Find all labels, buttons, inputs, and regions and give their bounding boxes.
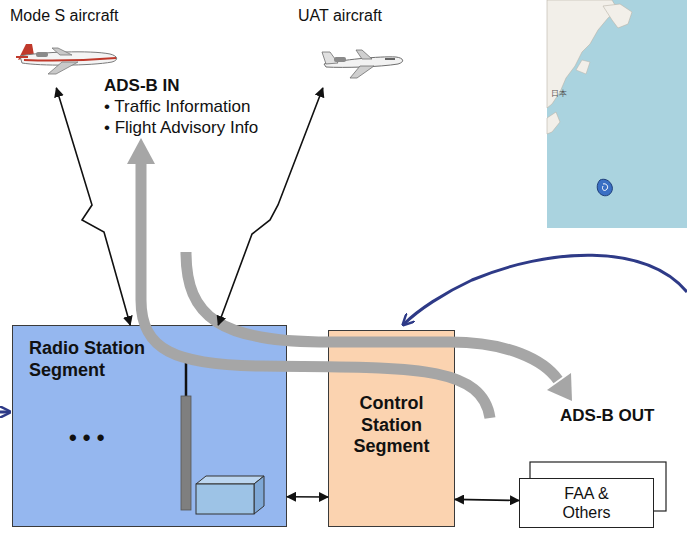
airliner-icon (16, 44, 117, 74)
business-jet-icon (322, 50, 403, 78)
map-label: 日本 (551, 89, 567, 98)
node-label: FAA & Others (547, 484, 627, 522)
agency-box: FAA & Others (519, 478, 654, 528)
flow-heading: ADS-B OUT (560, 406, 654, 425)
flow-heading: ADS-B IN (104, 76, 180, 96)
connector-arrow (455, 499, 519, 500)
aircraft-node: UAT aircraft (296, 4, 418, 88)
control-station-box: Control Station Segment (328, 330, 455, 527)
radio-station-box: Radio Station Segment • • • (12, 325, 287, 527)
callout-arrow (0, 411, 9, 414)
ellipsis-mark: • • • (69, 425, 270, 451)
node-label: Control Station Segment (335, 393, 448, 458)
node-label: Mode S aircraft (10, 6, 130, 25)
connector-arrow (287, 496, 328, 498)
node-label: UAT aircraft (298, 6, 416, 25)
bullet-item: • Traffic Information (104, 97, 250, 116)
flow-heading: ADS-B IN (104, 76, 180, 95)
bullet-item: • Flight Advisory Info (104, 118, 258, 137)
map-inset (547, 0, 687, 228)
bullet-item: • Flight Advisory Info (104, 118, 258, 138)
node-label: Radio Station Segment (29, 338, 149, 381)
map-label: 日本 (551, 82, 567, 100)
bullet-item: • Traffic Information (104, 97, 250, 117)
flow-heading: ADS-B OUT (560, 406, 654, 426)
callout-arrow (404, 255, 687, 324)
aircraft-node: Mode S aircraft (8, 4, 132, 88)
